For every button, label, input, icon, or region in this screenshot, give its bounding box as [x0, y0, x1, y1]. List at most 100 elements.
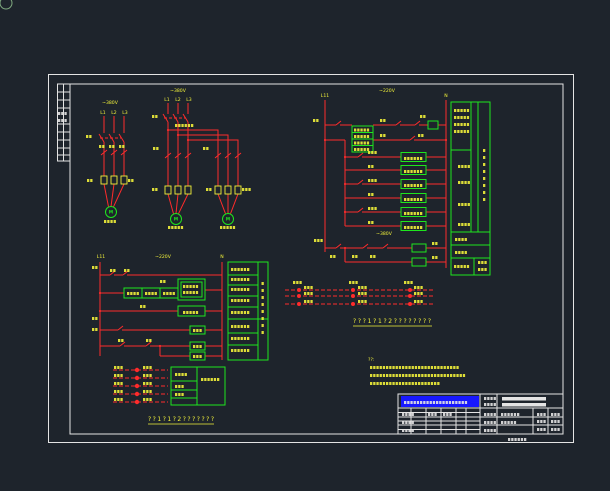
label-glyph: [424, 374, 427, 377]
thermal-relay-element: [120, 175, 128, 185]
button-contact-dot: [134, 375, 140, 381]
label-glyph: [320, 239, 323, 242]
label-glyph: [196, 355, 199, 358]
label-glyph: [209, 188, 212, 191]
label-glyph: [537, 428, 540, 431]
motor-symbol: [170, 213, 182, 225]
label-glyph: [364, 286, 367, 289]
contactor-main-contacts: [100, 149, 128, 156]
label-glyph: [234, 288, 237, 291]
label-glyph: [149, 382, 152, 385]
contactor-main-contacts: [164, 152, 192, 159]
label-glyph: [360, 148, 363, 151]
label-glyph: [392, 374, 395, 377]
label-glyph: [423, 401, 426, 404]
label-glyph: [160, 280, 163, 283]
label-glyph: [437, 374, 440, 377]
contact-symbol: [414, 120, 421, 126]
label-glyph: [484, 403, 487, 406]
label-glyph: [120, 366, 123, 369]
label-glyph: [426, 401, 429, 404]
label-glyph: [184, 373, 187, 376]
label-glyph: [413, 212, 416, 215]
label-glyph: [484, 413, 487, 416]
label-glyph: [414, 366, 418, 369]
label-glyph: [410, 198, 413, 201]
label-glyph: [240, 349, 243, 352]
label-glyph: [149, 374, 152, 377]
label-glyph: [380, 119, 383, 122]
label-glyph: [404, 212, 407, 215]
label-glyph: [460, 130, 463, 133]
label-glyph: [364, 300, 367, 303]
label-glyph: [207, 378, 210, 381]
label-glyph: [171, 226, 174, 229]
label-glyph: [363, 148, 366, 151]
title-block-field-bar: [502, 403, 546, 407]
label-glyph: [191, 124, 194, 127]
label-glyph: [490, 429, 493, 432]
label-glyph: [420, 170, 423, 173]
label-glyph: [181, 373, 184, 376]
neutral-label: N: [444, 93, 447, 99]
label-glyph: [382, 374, 386, 377]
label-glyph: [416, 198, 420, 201]
label-glyph: [483, 198, 486, 201]
switch-contact-dot: [297, 302, 301, 306]
label-glyph: [153, 147, 156, 150]
label-glyph: [481, 261, 484, 264]
label-glyph: [416, 184, 420, 187]
label-glyph: [155, 188, 158, 191]
label-glyph: [247, 311, 250, 314]
phase-label-l1: L1: [164, 97, 170, 103]
label-glyph: [210, 378, 213, 381]
label-glyph: [454, 116, 457, 119]
label-glyph: [357, 148, 360, 151]
label-glyph: [310, 300, 313, 303]
thermal-relay-element: [184, 185, 192, 195]
label-glyph: [458, 165, 461, 168]
button-panel-table: [170, 366, 226, 406]
component-table-grid: [228, 262, 268, 360]
label-glyph: [463, 123, 466, 126]
label-glyph: [333, 255, 336, 258]
viewcube-ring-icon[interactable]: [0, 0, 13, 10]
label-glyph: [317, 239, 320, 242]
button-contact-dot: [134, 367, 140, 373]
contactor-main-contacts: [214, 152, 242, 159]
label-glyph: [143, 390, 146, 393]
label-glyph: [420, 212, 423, 215]
label-glyph: [404, 157, 407, 160]
label-glyph: [355, 255, 358, 258]
label-glyph: [513, 421, 517, 424]
phase-label-l1: L1: [100, 110, 106, 116]
label-glyph: [166, 292, 169, 295]
label-glyph: [410, 212, 413, 215]
label-glyph: [458, 181, 461, 184]
label-glyph: [226, 226, 229, 229]
label-glyph: [193, 345, 196, 348]
label-glyph: [493, 413, 496, 416]
label-glyph: [247, 349, 250, 352]
label-glyph: [127, 269, 130, 272]
selector-switch-bank: ???1?1?2????????: [285, 288, 435, 327]
label-glyph: [466, 130, 470, 133]
label-glyph: [363, 128, 366, 132]
label-glyph: [514, 438, 517, 441]
label-glyph: [120, 374, 123, 377]
contact-gap: [110, 273, 114, 277]
label-glyph: [413, 170, 416, 173]
label-glyph: [189, 291, 192, 294]
control-line-label: L11: [97, 254, 105, 260]
label-glyph: [493, 421, 496, 424]
label-glyph: [245, 188, 248, 191]
label-glyph: [117, 390, 120, 393]
label-glyph: [149, 398, 152, 401]
label-glyph: [453, 366, 456, 369]
label-glyph: [168, 226, 171, 229]
label-glyph: [460, 116, 463, 119]
label-glyph: [366, 128, 370, 132]
label-glyph: [413, 401, 416, 404]
label-glyph: [360, 128, 363, 132]
